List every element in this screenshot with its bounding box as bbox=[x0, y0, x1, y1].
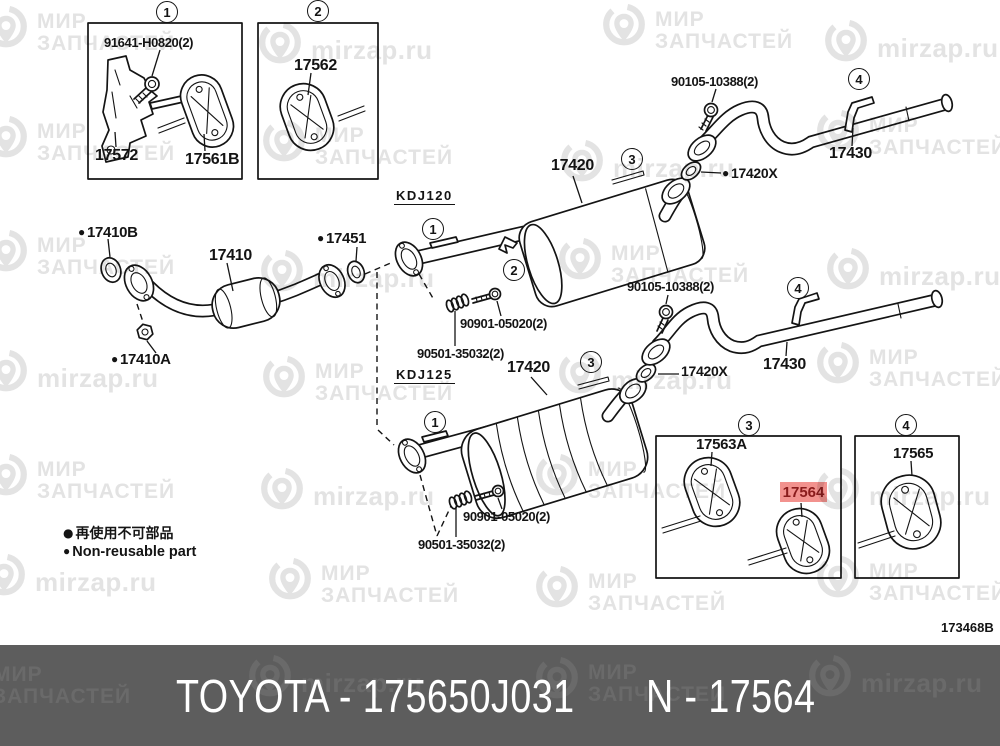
label-front-gasket: ●17410B bbox=[78, 224, 138, 241]
phantom-stick bbox=[661, 515, 702, 534]
callout-2-box: 2 bbox=[307, 0, 329, 22]
tail-pipe-lower-art bbox=[641, 289, 944, 366]
detail-box-2 bbox=[257, 22, 379, 180]
callout-2-kdj120: 2 bbox=[503, 259, 525, 281]
watermark: mirzap.ru bbox=[806, 653, 983, 705]
legend-non-reusable-jp: ●再使用不可部品 bbox=[63, 526, 174, 542]
callout-4-kdj125: 4 bbox=[787, 277, 809, 299]
label-center-bolt-lower: 90901-05020(2) bbox=[463, 509, 550, 524]
non-reusable-bullet-icon: ● bbox=[78, 225, 85, 239]
label-bracket-bolt: 91641-H0820(2) bbox=[104, 35, 194, 50]
highlighted-part-label: 17564 bbox=[780, 482, 827, 502]
center-bolt-spring-lower-art bbox=[448, 484, 505, 510]
center-bolt-spring-upper-art bbox=[445, 287, 502, 313]
label-tail-gasket-upper: ●17420X bbox=[722, 165, 778, 181]
hanger-17561B-art bbox=[179, 74, 235, 148]
non-reusable-bullet-icon: ● bbox=[63, 544, 71, 558]
label-center-gasket: ●17451 bbox=[317, 230, 367, 247]
label-hanger-no1: 17561B bbox=[185, 151, 240, 168]
legend-non-reusable-en: ●Non-reusable part bbox=[63, 544, 197, 560]
callout-3-kdj125: 3 bbox=[580, 351, 602, 373]
callout-1-box: 1 bbox=[156, 1, 178, 23]
bracket-bolt-art bbox=[133, 76, 160, 104]
hanger-17562-art bbox=[279, 82, 335, 152]
callout-1-kdj120: 1 bbox=[422, 218, 444, 240]
label-front-nut: ●17410A bbox=[111, 351, 171, 368]
leader-lines bbox=[107, 49, 913, 537]
callout-1-kdj125: 1 bbox=[424, 411, 446, 433]
label-tail-bolt-upper: 90105-10388(2) bbox=[671, 74, 758, 89]
footer-part-code: TOYOTA - 175650J031 bbox=[176, 670, 575, 722]
hanger-17564-art bbox=[775, 507, 831, 575]
hanger-17565-art bbox=[880, 474, 942, 550]
label-hanger-no3: 17563A bbox=[696, 436, 747, 453]
phantom-stick bbox=[747, 547, 788, 566]
detail-box-1 bbox=[87, 22, 243, 180]
hanger-17563A-art bbox=[683, 456, 741, 528]
label-tail-pipe-lower: 17430 bbox=[763, 356, 806, 373]
non-reusable-bullet-icon: ● bbox=[111, 352, 118, 366]
callout-4-kdj120: 4 bbox=[848, 68, 870, 90]
label-front-pipe: 17410 bbox=[209, 247, 252, 264]
phantom-stick bbox=[337, 105, 366, 122]
section-kdj125: KDJ125 bbox=[394, 367, 455, 384]
callout-3-detail-box: 3 bbox=[738, 414, 760, 436]
label-hanger-no4: 17565 bbox=[893, 445, 934, 462]
label-hanger-no2: 17562 bbox=[294, 57, 337, 74]
non-reusable-bullet-icon: ● bbox=[317, 231, 324, 245]
dashed-lines bbox=[136, 261, 452, 537]
section-kdj120: KDJ120 bbox=[394, 188, 455, 205]
label-tail-gasket-lower: 17420X bbox=[681, 363, 728, 379]
phantom-stick bbox=[857, 530, 896, 549]
phantom-stick bbox=[157, 117, 186, 134]
non-reusable-bullet-icon: ● bbox=[722, 166, 729, 180]
non-reusable-bullet-icon: ● bbox=[63, 526, 74, 540]
label-muffler-upper: 17420 bbox=[551, 157, 594, 174]
label-spring-upper: 90501-35032(2) bbox=[417, 346, 504, 361]
label-muffler-lower: 17420 bbox=[507, 359, 550, 376]
label-center-bolt-upper: 90901-05020(2) bbox=[460, 316, 547, 331]
callout-3-kdj120: 3 bbox=[621, 148, 643, 170]
callout-4-detail-box: 4 bbox=[895, 414, 917, 436]
front-pipe-art bbox=[100, 256, 366, 341]
label-tail-bolt-lower: 90105-10388(2) bbox=[627, 279, 714, 294]
diagram-number: 173468B bbox=[941, 620, 994, 635]
label-spring-lower: 90501-35032(2) bbox=[418, 537, 505, 552]
label-bracket: 17572 bbox=[95, 147, 138, 164]
footer-part-group: N - 17564 bbox=[646, 670, 816, 722]
kdj125-muffler-art bbox=[397, 363, 657, 520]
label-tail-pipe-upper: 17430 bbox=[829, 145, 872, 162]
tail-pipe-upper-art bbox=[687, 93, 954, 162]
